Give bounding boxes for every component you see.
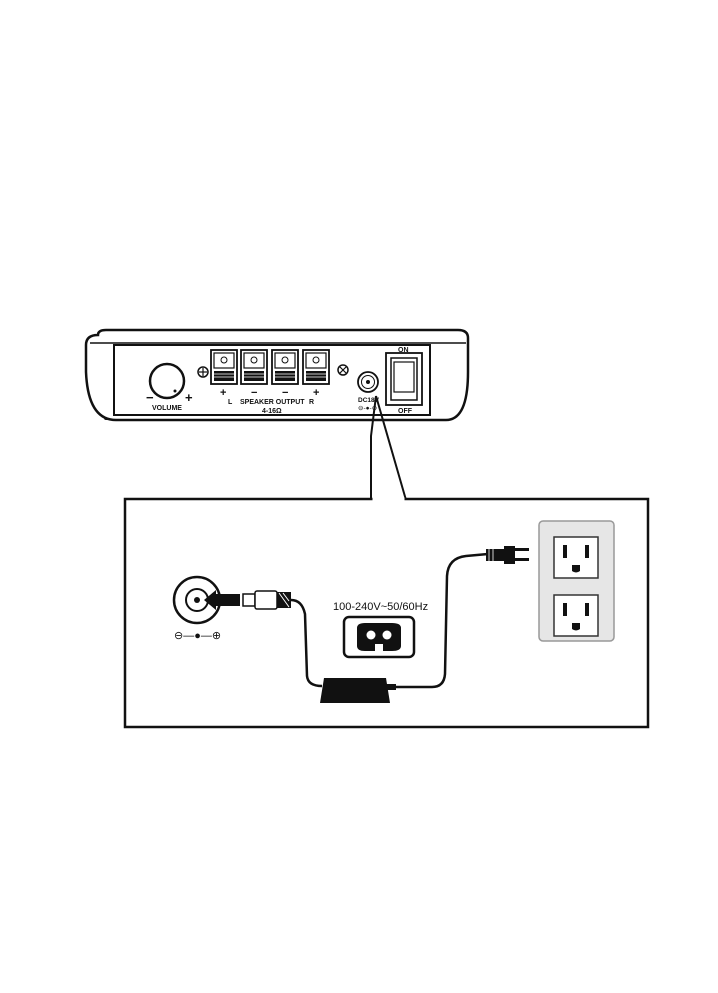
- speaker-output-label: SPEAKER OUTPUT: [240, 399, 305, 406]
- wall-outlet: [539, 521, 614, 641]
- device-rear-panel: − + VOLUME: [86, 330, 468, 420]
- channel-left-label: L: [228, 399, 233, 406]
- power-adapter: [320, 678, 396, 703]
- impedance-label: 4-16Ω: [262, 408, 282, 415]
- terminal-sign-1: +: [220, 387, 226, 399]
- switch-on-label: ON: [398, 347, 409, 354]
- volume-plus: +: [185, 390, 193, 405]
- terminal-l-minus[interactable]: [241, 350, 267, 384]
- terminal-sign-2: −: [251, 387, 257, 399]
- dc-plug: [243, 591, 291, 609]
- volume-minus: −: [146, 390, 154, 405]
- ac-inlet-icon: [344, 617, 414, 657]
- volume-label: VOLUME: [152, 405, 182, 412]
- dc-jack-closeup: ⊖—●—⊕: [174, 577, 221, 642]
- terminal-sign-3: −: [282, 387, 288, 399]
- terminal-l-plus[interactable]: [211, 350, 237, 384]
- switch-off-label: OFF: [398, 408, 413, 415]
- dc-jack-polarity-label: ⊖—●—⊕: [174, 630, 221, 642]
- terminal-r-minus[interactable]: [272, 350, 298, 384]
- volume-knob-indicator: [174, 390, 177, 393]
- terminal-sign-4: +: [313, 387, 319, 399]
- terminal-r-plus[interactable]: [303, 350, 329, 384]
- volume-knob[interactable]: [150, 364, 184, 398]
- adapter-rating-label: 100-240V~50/60Hz: [333, 601, 428, 613]
- channel-right-label: R: [309, 399, 314, 406]
